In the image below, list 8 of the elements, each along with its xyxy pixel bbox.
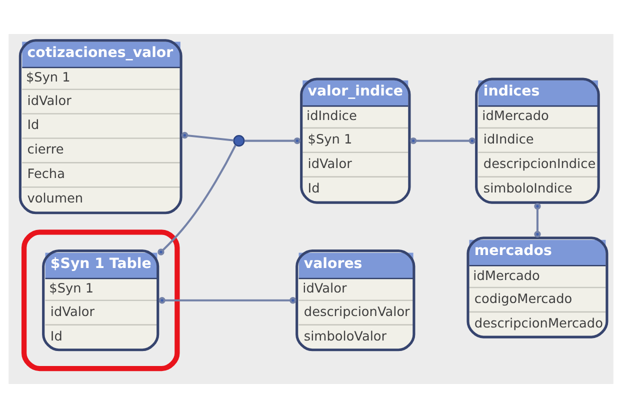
connector xyxy=(244,137,301,144)
connector xyxy=(158,297,296,304)
connector xyxy=(158,144,236,256)
connector xyxy=(181,132,234,142)
node-circle xyxy=(233,135,245,147)
cluster xyxy=(21,230,180,372)
connector xyxy=(410,137,476,144)
connector xyxy=(534,202,541,238)
